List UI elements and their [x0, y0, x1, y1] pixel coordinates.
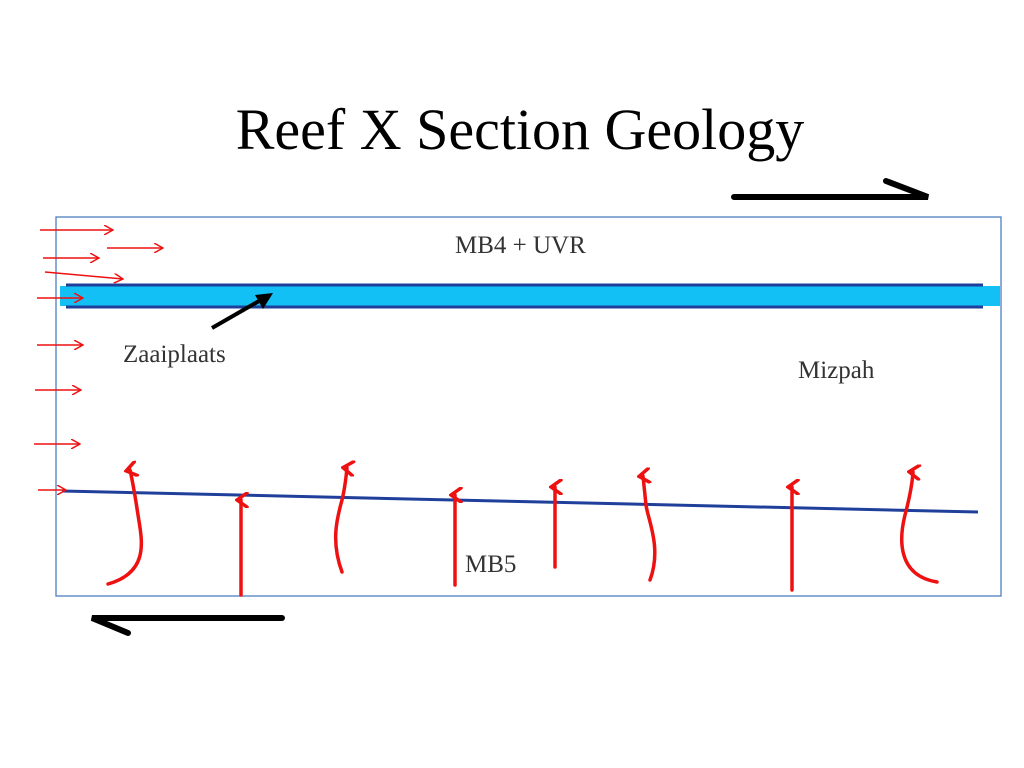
- reef-band: [60, 286, 1000, 306]
- label-mb5: MB5: [465, 551, 516, 578]
- fluid-upflow-arrow-icon: [106, 470, 144, 586]
- fluid-upflow-arrow-icon: [333, 468, 347, 574]
- fluid-inflow-arrow-icon: [44, 271, 123, 279]
- fluid-upflow-arrow-icon: [643, 476, 657, 582]
- fluid-upflow-arrow-icon: [900, 472, 939, 584]
- slide-title: Reef X Section Geology: [235, 97, 805, 162]
- mb5-contact: [61, 489, 979, 514]
- label-zaaiplaats: Zaaiplaats: [123, 341, 226, 368]
- reef-pointer-arrow-head-icon: [255, 293, 273, 309]
- fluid-inflow-arrows: [34, 230, 163, 490]
- fluid-upflow-arrows: [106, 468, 939, 597]
- shear-arrow-top-icon: [731, 178, 930, 200]
- label-mb4-uvr: MB4 + UVR: [455, 232, 586, 259]
- shear-arrow-bottom-icon: [90, 615, 285, 636]
- reef-pointer-arrow-icon: [211, 295, 267, 330]
- section-frame: [55, 216, 1002, 597]
- label-mizpah: Mizpah: [798, 357, 875, 384]
